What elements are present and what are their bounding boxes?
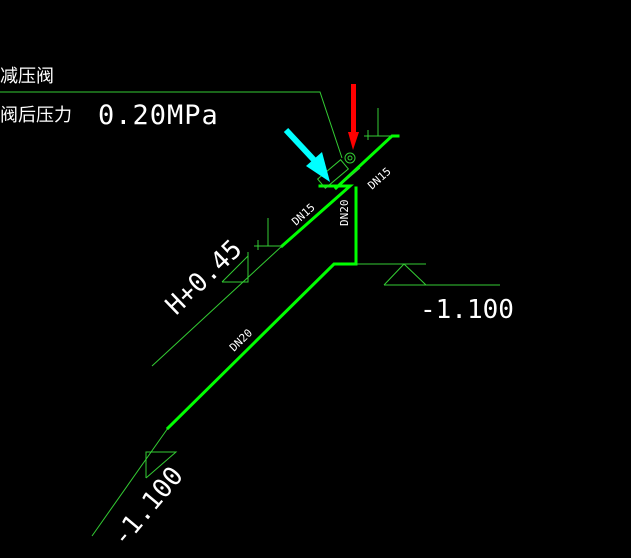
elevation-h045: H+0.45 — [160, 234, 248, 321]
pressure-value: 0.20MPa — [98, 100, 219, 131]
pressure-label: 阀后压力 — [0, 105, 72, 126]
pipe-label-dn20-long: DN20 — [227, 326, 255, 354]
pipe-label-dn15-upper: DN15 — [365, 165, 393, 192]
cad-thin-lines — [91, 108, 500, 537]
pipe-label-dn15-lower: DN15 — [289, 201, 317, 228]
annotation-leader-line — [0, 91, 343, 159]
red-pointer-arrow — [348, 84, 359, 150]
pipe-dn15-branch — [279, 184, 354, 249]
valve-name-label: 减压阀 — [0, 66, 54, 87]
pipe-label-dn20-vertical: DN20 — [338, 200, 351, 227]
pipe-dn20-main — [165, 186, 358, 431]
cyan-pointer-arrow — [283, 127, 330, 182]
elevation-right: -1.100 — [420, 295, 514, 325]
elevation-bottom: -1.100 — [106, 461, 189, 552]
